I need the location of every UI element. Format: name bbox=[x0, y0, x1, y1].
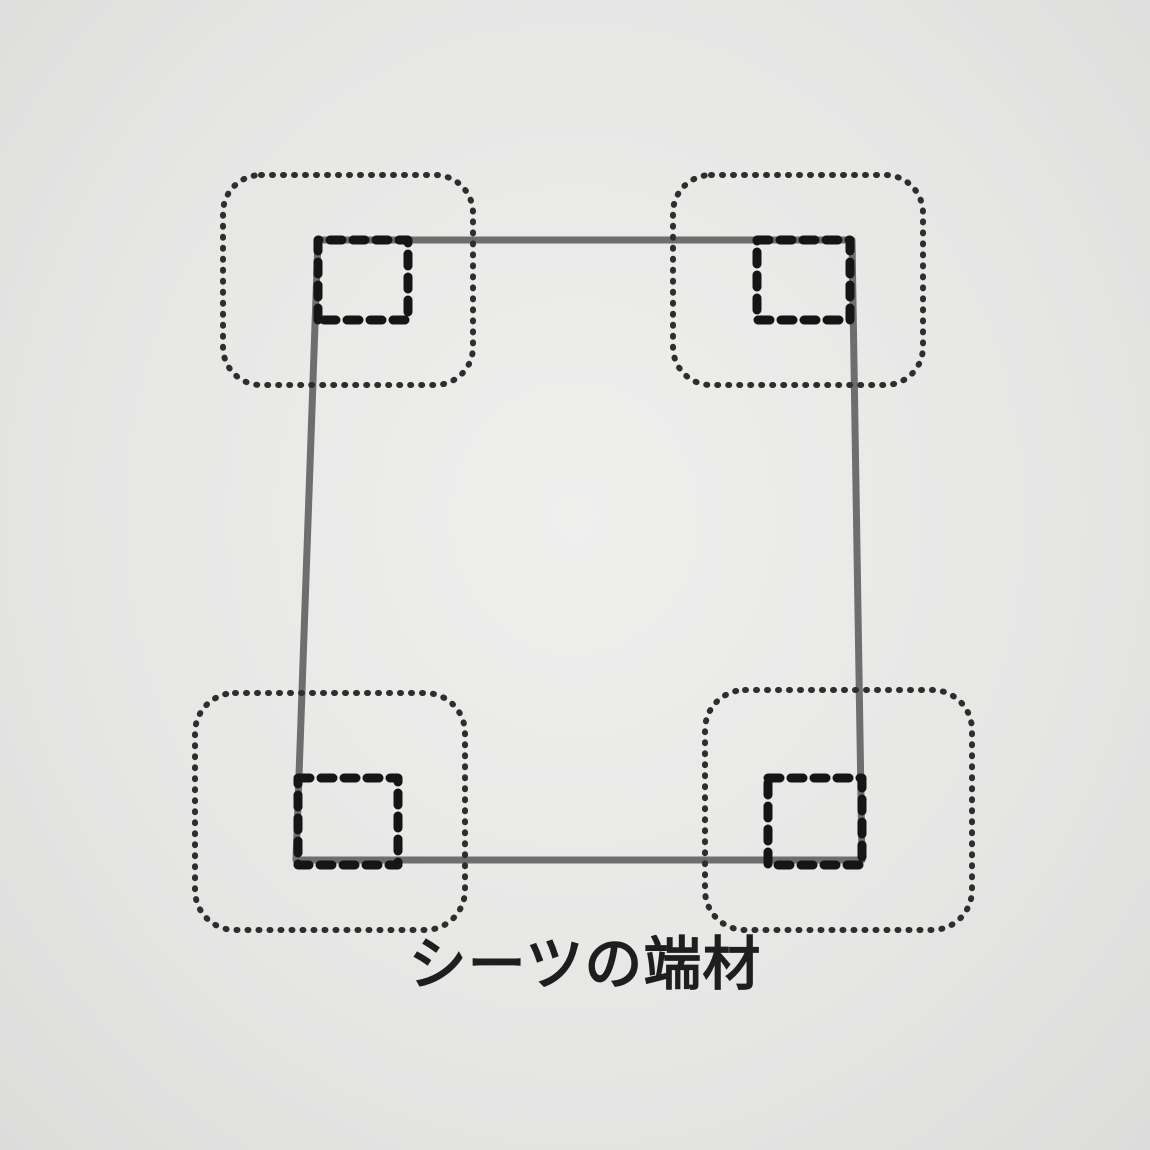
corner-fold-bottom-left bbox=[293, 773, 403, 870]
corner-fold-bottom-right bbox=[763, 773, 867, 870]
corner-fold-top-left bbox=[313, 235, 413, 325]
corner-region-bottom-right bbox=[702, 687, 975, 933]
corner-region-bottom-left bbox=[192, 690, 468, 933]
sheet-outline bbox=[292, 236, 866, 864]
diagram-caption: シーツの端材 bbox=[408, 930, 762, 998]
corner-region-top-right bbox=[670, 172, 926, 388]
corner-fold-top-right bbox=[752, 235, 855, 325]
corner-region-top-left bbox=[220, 172, 476, 388]
